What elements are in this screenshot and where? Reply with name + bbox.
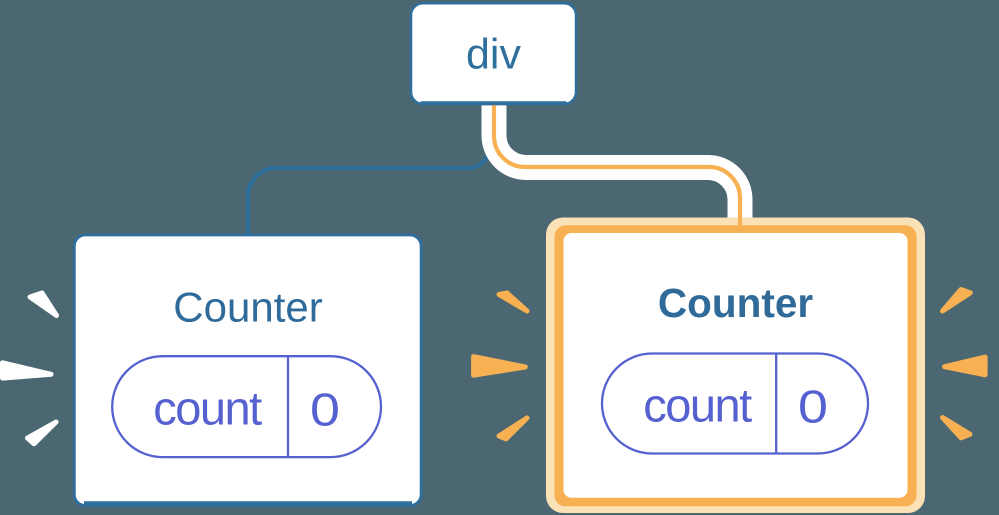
svg-text:0: 0: [798, 381, 828, 432]
svg-text:Counter: Counter: [173, 283, 322, 330]
svg-text:div: div: [466, 31, 521, 79]
svg-text:count: count: [153, 381, 262, 434]
svg-text:count: count: [643, 379, 752, 432]
svg-text:0: 0: [310, 384, 340, 435]
svg-text:Counter: Counter: [658, 280, 813, 326]
